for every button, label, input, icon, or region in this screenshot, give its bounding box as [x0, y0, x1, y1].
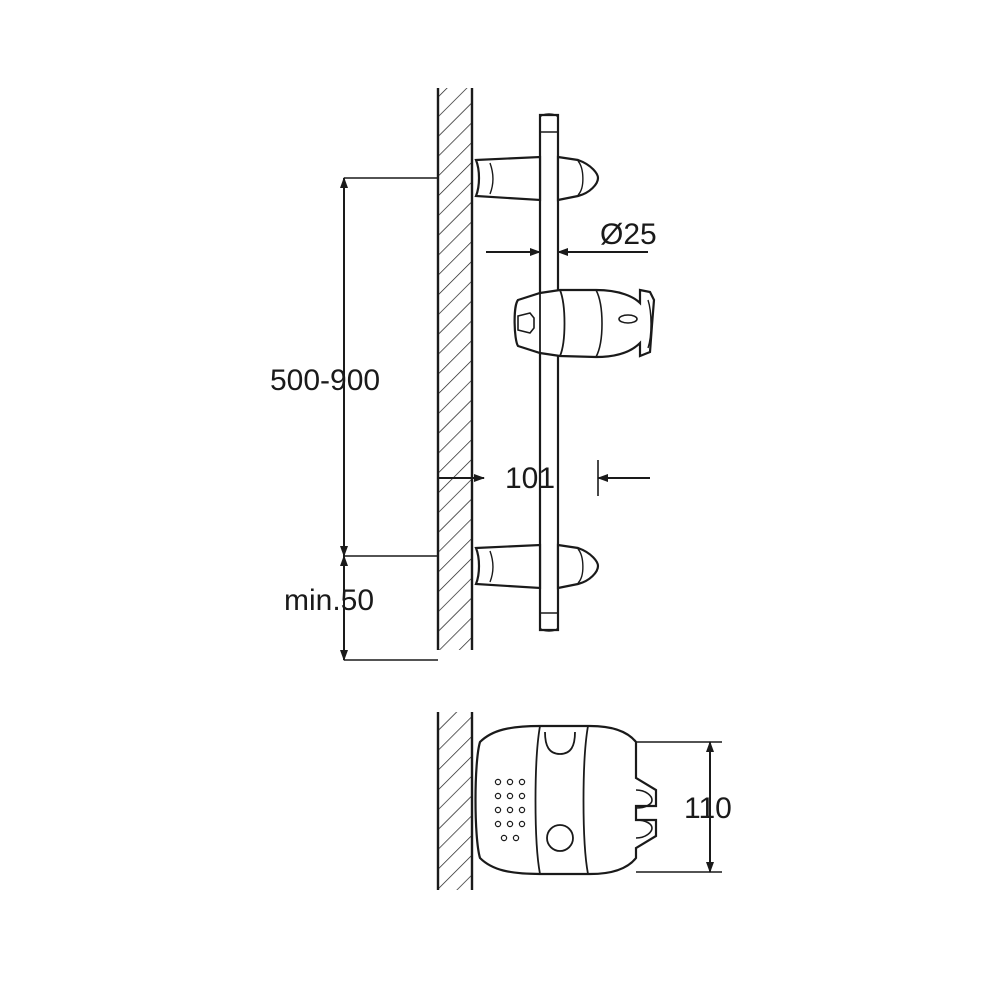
dimension-label-wall-offset: 101 [505, 462, 555, 495]
dimension-rail-diameter: Ø25 [486, 218, 657, 256]
sliding-shower-holder [513, 288, 656, 359]
dimension-wall-offset: 101 [438, 460, 650, 496]
dimension-min-clearance: min.50 [284, 555, 438, 661]
wall-section-top [436, 88, 474, 650]
dimension-holder-height: 110 [636, 741, 732, 873]
dimension-label-holder-height: 110 [684, 792, 732, 825]
shower-rail-tube [538, 113, 560, 632]
spray-perforation-pattern [494, 778, 526, 842]
upper-wall-bracket [474, 155, 600, 202]
dimension-label-rail-height: 500-900 [270, 364, 380, 397]
dimension-label-rail-diameter: Ø25 [600, 218, 657, 251]
shower-holder-side-detail [474, 724, 658, 876]
lower-wall-bracket [474, 543, 600, 590]
wall-section-bottom [436, 712, 474, 890]
dimension-label-min-clearance: min.50 [284, 584, 374, 617]
dimension-rail-height: 500-900 [270, 177, 438, 557]
